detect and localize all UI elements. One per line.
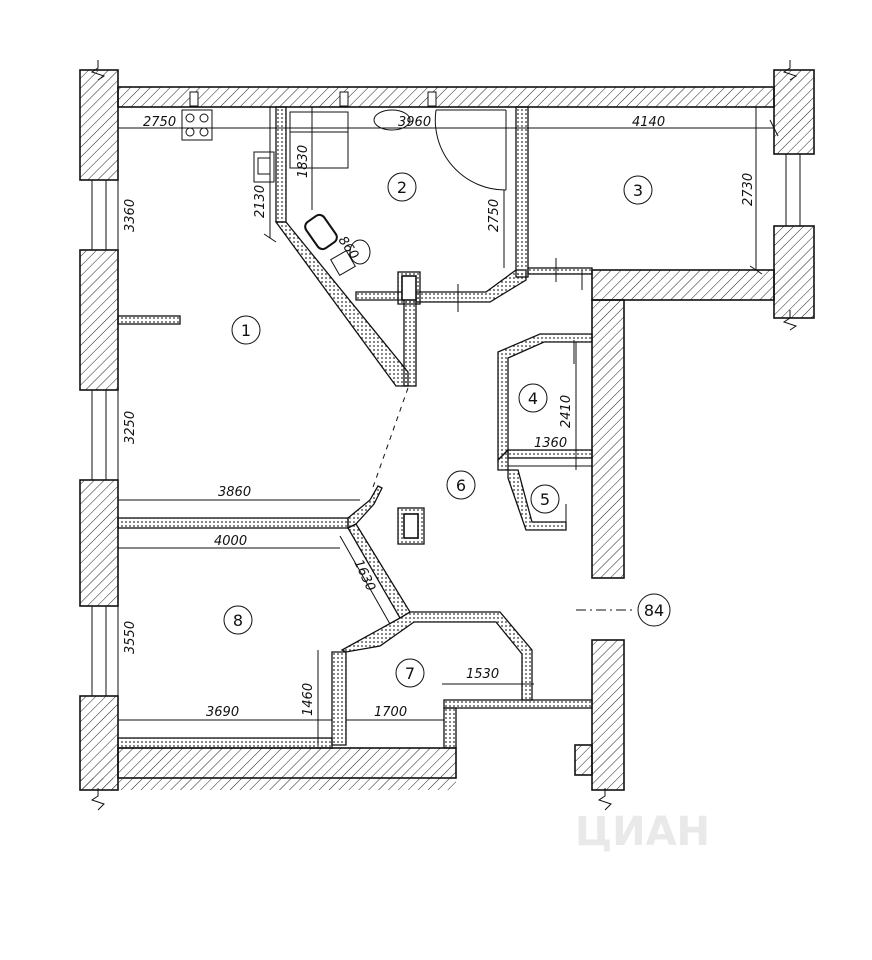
dim-4140: 4140 <box>632 115 665 130</box>
dim-2750-vertical: 2750 <box>487 199 502 232</box>
door-ticks <box>457 258 632 611</box>
windows <box>91 154 801 696</box>
dim-3960: 3960 <box>398 115 431 130</box>
watermark: ЦИАН <box>575 809 710 855</box>
dimension-labels: 2750 3960 4140 1830 2130 860 2750 2730 3… <box>123 115 756 720</box>
svg-text:5: 5 <box>540 490 550 509</box>
dim-3250: 3250 <box>123 411 138 444</box>
dim-3690: 3690 <box>206 705 239 720</box>
dim-3360: 3360 <box>123 199 138 232</box>
svg-text:3: 3 <box>633 181 643 200</box>
dim-1700: 1700 <box>374 705 407 720</box>
room-3-label: 3 <box>623 175 653 205</box>
svg-text:2: 2 <box>397 178 407 197</box>
dim-2130: 2130 <box>253 185 268 218</box>
partitions <box>117 106 593 749</box>
svg-text:6: 6 <box>456 476 466 495</box>
dim-2730: 2730 <box>741 173 756 206</box>
fixtures <box>181 91 507 276</box>
dim-3550: 3550 <box>123 621 138 654</box>
marker-84: 84 <box>637 593 671 627</box>
room-8-label: 8 <box>223 605 253 635</box>
svg-text:4: 4 <box>528 389 538 408</box>
opening-line <box>371 387 409 491</box>
svg-text:1: 1 <box>241 321 251 340</box>
columns <box>401 275 419 539</box>
svg-text:7: 7 <box>405 664 415 683</box>
dim-3860: 3860 <box>218 485 251 500</box>
room-7-label: 7 <box>395 658 425 688</box>
dim-1530: 1530 <box>466 667 499 682</box>
room-4-label: 4 <box>518 383 548 413</box>
dim-4000: 4000 <box>214 534 247 549</box>
dim-1830: 1830 <box>296 145 311 178</box>
room-1-label: 1 <box>231 315 261 345</box>
svg-text:8: 8 <box>233 611 243 630</box>
dimension-lines <box>117 107 779 748</box>
break-lines <box>90 60 798 811</box>
outer-walls <box>79 69 815 791</box>
room-5-label: 5 <box>530 484 560 514</box>
room-labels: 1 2 3 4 5 6 7 8 <box>223 172 671 688</box>
dim-1360: 1360 <box>534 436 567 451</box>
svg-text:84: 84 <box>644 601 664 620</box>
dim-2750-top: 2750 <box>143 115 176 130</box>
dim-1460: 1460 <box>301 683 316 716</box>
dim-2410: 2410 <box>559 395 574 428</box>
room-6-label: 6 <box>446 470 476 500</box>
room-2-label: 2 <box>387 172 417 202</box>
